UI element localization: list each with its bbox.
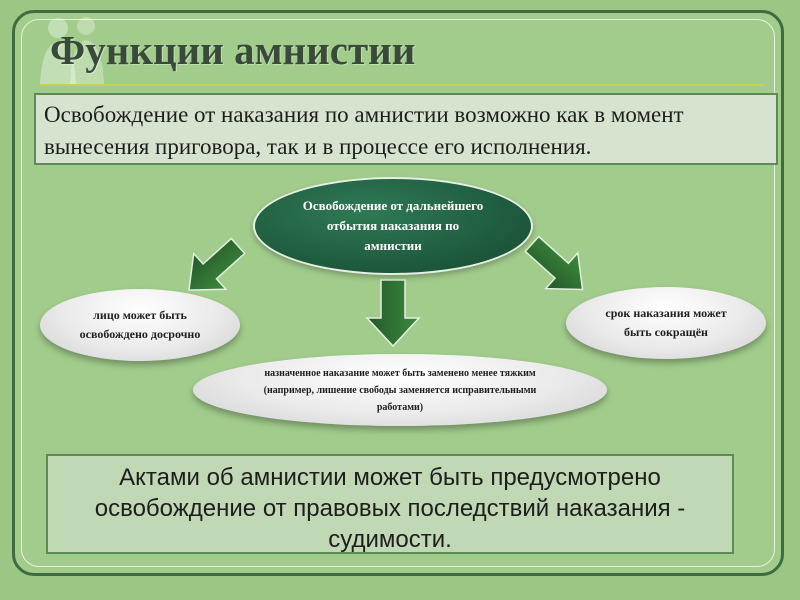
people-silhouette-icon bbox=[40, 17, 104, 84]
bottom-info-box: Актами об амнистии может быть предусмотр… bbox=[46, 454, 734, 554]
title-underline bbox=[40, 84, 764, 86]
bottom-node: назначенное наказание может быть заменен… bbox=[193, 354, 607, 426]
frame-inner-border bbox=[21, 19, 775, 567]
left-node: лицо может быть освобождено досрочно bbox=[40, 289, 240, 361]
right-node: срок наказания может быть сокращён bbox=[566, 287, 766, 359]
left-node-text: лицо может быть освобождено досрочно bbox=[79, 308, 201, 341]
slide-title: Функции амнистии bbox=[50, 27, 416, 73]
bottom-node-text: назначенное наказание может быть заменен… bbox=[263, 367, 537, 413]
top-info-box: Освобождение от наказания по амнистии во… bbox=[34, 93, 778, 165]
center-node-text: Освобождение от дальнейшего отбытия нака… bbox=[302, 198, 484, 253]
center-node: Освобождение от дальнейшего отбытия нака… bbox=[253, 177, 533, 275]
right-node-text: срок наказания может быть сокращён bbox=[605, 306, 727, 339]
